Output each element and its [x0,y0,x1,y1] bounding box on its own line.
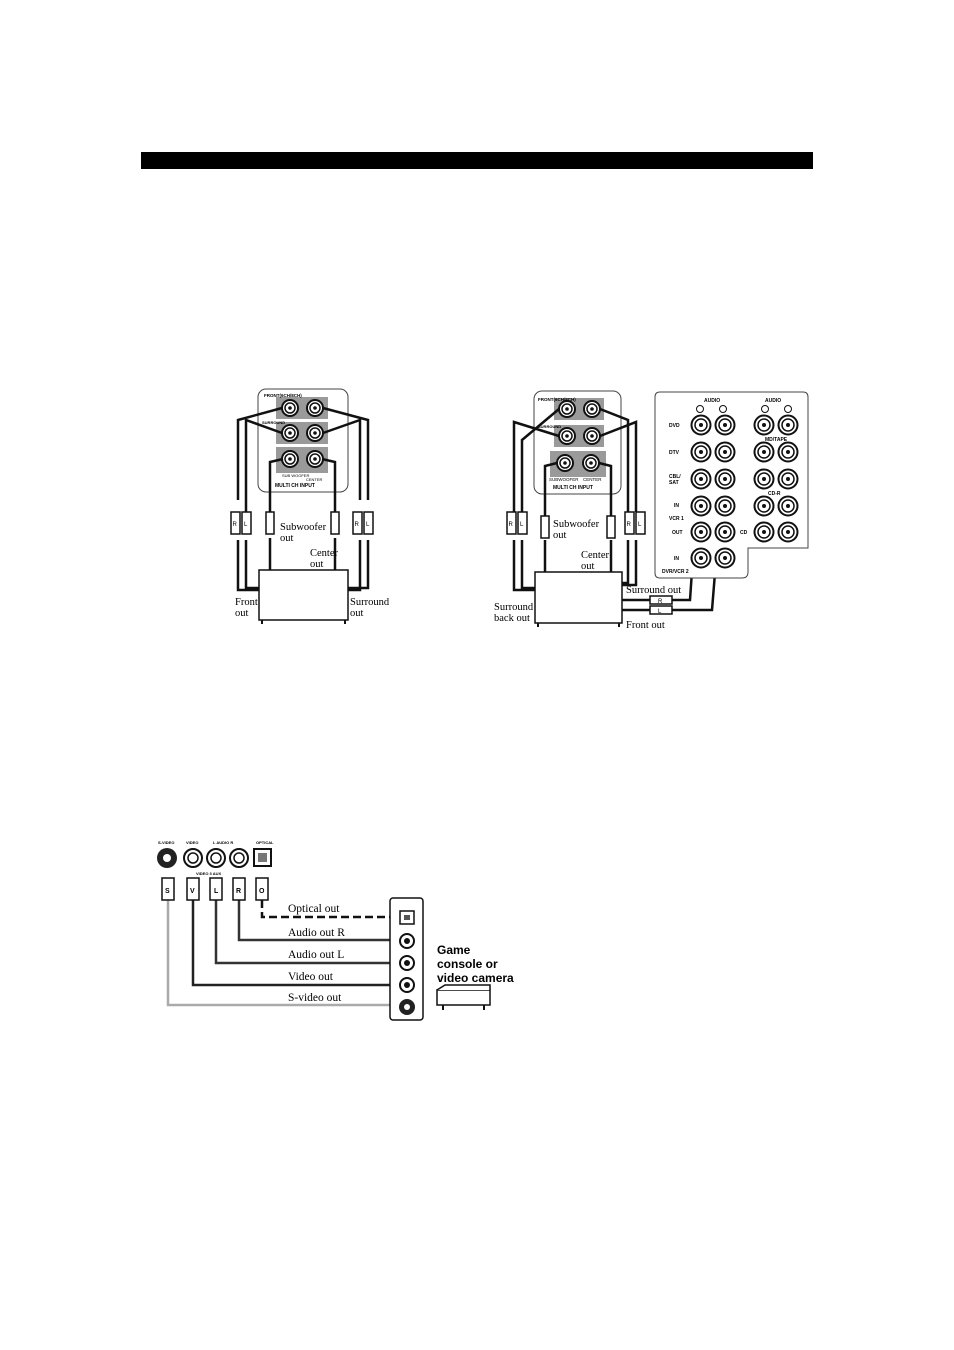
panel-label-multich: MULTI CH INPUT [275,483,315,489]
plug-l-right: L [366,522,370,528]
audio-label-mdtape: MD/TAPE [765,437,788,443]
label2-front-out: Front out [626,620,665,631]
audio-label-out: OUT [672,530,683,536]
audio-label-cd: CD [740,530,748,536]
label-audio-out-r: Audio out R [288,927,345,939]
panel2-label-sub: SUBWOOFER [549,477,579,482]
label2-sback-a: Surround [494,602,534,613]
label-surround-out-a: Surround [350,597,390,608]
label2-sback-b: back out [494,613,530,624]
panel2-label-front: FRONT(6CH/8CH) [538,397,576,402]
plug2-r-left: R [509,522,514,528]
subwoofer-jack-2[interactable] [556,454,574,472]
label-svideo-out: S-video out [288,992,342,1004]
plug-r-right: R [355,522,360,528]
panel-label-center: CENTER [306,477,323,482]
audio-label-in1: IN [674,503,679,509]
label-subwoofer-out-a: Subwoofer [280,522,327,533]
device-line1: Game [437,943,471,957]
surround-l-jack[interactable] [306,424,324,442]
audio-header-left: AUDIO [704,398,720,404]
device-line2: console or [437,957,498,971]
panel2-label-multich: MULTI CH INPUT [553,485,593,491]
label-audio-out-l: Audio out L [288,949,344,961]
subwoofer-jack[interactable] [281,450,299,468]
label-center-out-b: out [310,559,324,570]
label-video-out: Video out [288,971,334,983]
label2-surround-out: Surround out [626,585,681,596]
aux-labels: Optical out Audio out R Audio out L Vide… [288,903,345,1004]
rca-plugs: R L R L [230,511,374,535]
diagram-multich-8ch: FRONT(6CH/8CH) SURROUND SUBWOOFER CENTER… [494,390,809,631]
panel-label-sub: SUB WOOFER [282,473,309,478]
aux-cables [166,900,400,1007]
label-optical-out: Optical out [288,903,340,915]
audio-label-cbl-b: SAT [669,480,679,486]
center-jack-2[interactable] [582,454,600,472]
label-subwoofer-out-b: out [280,533,294,544]
audio-label-dvr: DVR/VCR 2 [662,569,689,575]
surround-r-jack-2[interactable] [558,427,576,445]
plug-r-left: R [233,522,238,528]
front-l-jack[interactable] [306,399,324,417]
front-r-jack-2[interactable] [558,400,576,418]
diagram-multich-6ch: FRONT(6CH/8CH) SURROUND SUB WOOFER CENTE… [230,388,390,624]
label-jack-optical: OPTICAL [256,840,274,845]
audio-label-dvd: DVD [669,423,680,429]
audio-label-cbl-a: CBL/ [669,474,681,480]
panel-label-surround: SURROUND [262,420,285,425]
rca-plugs-2: R L R L R L [506,511,673,615]
plug-o: O [259,888,265,895]
device-line3: video camera [437,971,514,985]
plug-l: L [214,888,219,895]
aux-plugs: S V L R O [161,877,269,901]
front-r-jack[interactable] [281,399,299,417]
label2-subwoofer-a: Subwoofer [553,519,600,530]
plug2-r-front: R [658,599,663,605]
audio-panel-labels: DVD DTV CBL/ SAT IN VCR 1 OUT IN DVR/VCR… [662,423,788,575]
panel-label-front: FRONT(6CH/8CH) [264,393,302,398]
plug2-r-right: R [627,522,632,528]
audio-label-vcr1: VCR 1 [669,516,684,522]
diagram1-labels: Subwoofer out Center out Front out Surro… [235,522,390,619]
surround-r-jack[interactable] [281,424,299,442]
source-device-box-2 [534,571,623,624]
audio-label-in2: IN [674,556,679,562]
label-front-out-a: Front [235,597,258,608]
front-l-jack-2[interactable] [583,400,601,418]
label-jack-video: VIDEO [186,840,198,845]
diagram2-labels: Subwoofer out Center out Surround out Su… [494,519,681,631]
label-jack-svideo: S-VIDEO [158,840,174,845]
panel2-label-center: CENTER [583,477,602,482]
label-surround-out-b: out [350,608,364,619]
plug2-l-front: L [658,609,662,615]
surround-l-jack-2[interactable] [583,427,601,445]
source-device-box [258,569,349,621]
label-jack-audio: L AUDIO R [213,840,233,845]
label2-center-a: Center [581,550,609,561]
plug-s: S [165,888,170,895]
label2-subwoofer-b: out [553,530,567,541]
label-aux: VIDEO 3 AUX [196,871,222,876]
label-center-out-a: Center [310,548,338,559]
game-console-box [436,989,491,1006]
center-jack[interactable] [306,450,324,468]
section-title-bar [141,152,813,169]
audio-label-dtv: DTV [669,450,680,456]
diagram-video-aux: S-VIDEO VIDEO L AUDIO R OPTICAL VIDEO 3 … [157,840,514,1021]
aux-jack-labels: S-VIDEO VIDEO L AUDIO R OPTICAL VIDEO 3 … [158,840,274,876]
label-front-out-b: out [235,608,249,619]
label2-center-b: out [581,561,595,572]
device-name: Game console or video camera [437,943,514,985]
plug-r: R [236,888,241,895]
panel2-label-surround: SURROUND [538,424,561,429]
audio-label-cdr: CD-R [768,491,781,497]
plug-l-left: L [244,522,248,528]
plug2-l-right: L [638,522,642,528]
audio-header-right: AUDIO [765,398,781,404]
plug-v: V [190,888,195,895]
cables [236,406,370,592]
plug2-l-left: L [520,522,524,528]
